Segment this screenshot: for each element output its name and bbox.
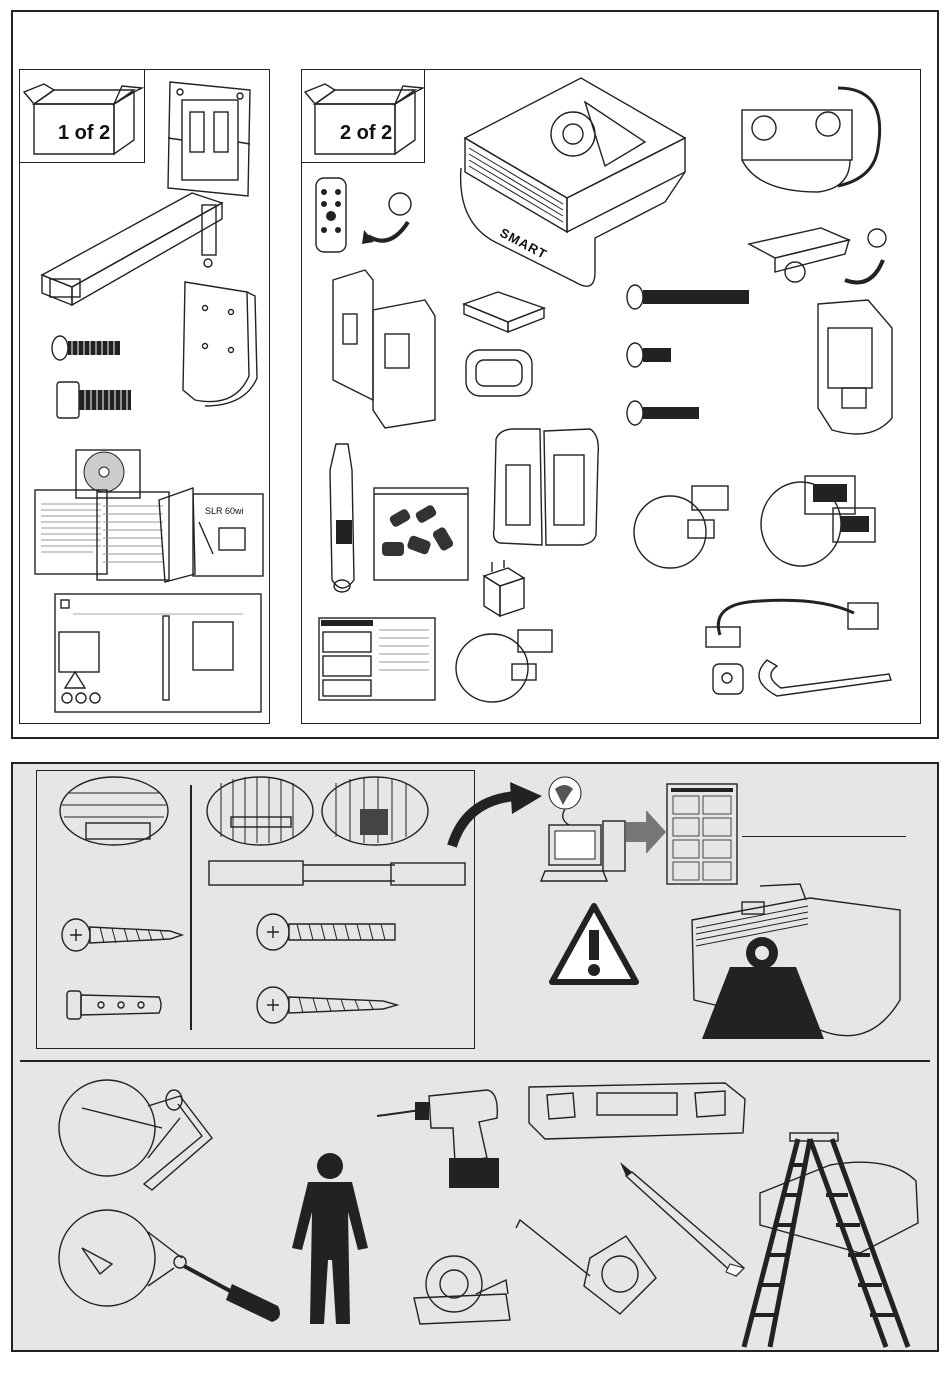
cable-tie-icon [707,650,897,710]
usb-cable-icon [630,480,740,575]
power-adapter-icon [478,560,528,620]
tray-icon [738,78,888,198]
drill-icon [375,1088,505,1198]
screw-icon [60,915,185,955]
pen-holder-icon [490,425,605,550]
poster-icon [53,592,263,714]
person-icon [290,1152,370,1324]
remote-icon [312,176,352,256]
tape-icon [410,1250,515,1325]
projector-icon [455,72,695,302]
box-icon [22,82,142,160]
section-divider [20,1060,930,1062]
documents-icon [665,782,740,887]
screw-icon [625,340,675,370]
callout-line [742,836,906,837]
bolt-icon [55,380,135,420]
wall-type-icon [58,775,170,847]
screw-icon [255,912,400,952]
pencil-icon [618,1160,748,1280]
tray-icon [745,220,895,290]
box-2-label: 2 of 2 [340,122,420,145]
cover-plate-icon [175,280,260,410]
anchor-icon [205,855,470,895]
computer-icon [545,775,630,885]
arrow-icon [626,810,666,854]
arrow-icon [446,780,546,850]
cover-plate-icon [812,298,897,443]
screw-icon [255,985,400,1025]
warning-icon [548,902,640,987]
hex-key-icon [52,1078,222,1198]
anchor-icon [65,985,165,1025]
cable-cover-icon [325,270,440,430]
screw-icon [50,333,125,363]
level-icon [525,1077,750,1142]
box-1-label: 1 of 2 [58,122,138,145]
power-cable-icon [700,583,890,653]
pen-icon [318,440,368,600]
documents-icon [33,484,265,584]
screw-icon [625,398,703,428]
filter-icon [458,290,548,402]
screwdriver-icon [52,1208,287,1328]
wall-plate-icon [160,78,260,198]
spare-tips-bag-icon [372,482,472,584]
divider [190,785,192,1030]
ladder-icon [740,1125,930,1350]
screw-icon [625,282,755,312]
wall-type-icon [320,775,430,847]
battery-icon [360,190,420,250]
booklet-model: SLR 60wi [205,506,244,516]
usb-cable-icon [452,618,562,716]
wall-type-icon [205,775,315,847]
box-icon [303,82,423,160]
quick-ref-card-icon [317,616,437,702]
weight-icon [700,935,825,1040]
vga-cable-icon [757,468,887,576]
